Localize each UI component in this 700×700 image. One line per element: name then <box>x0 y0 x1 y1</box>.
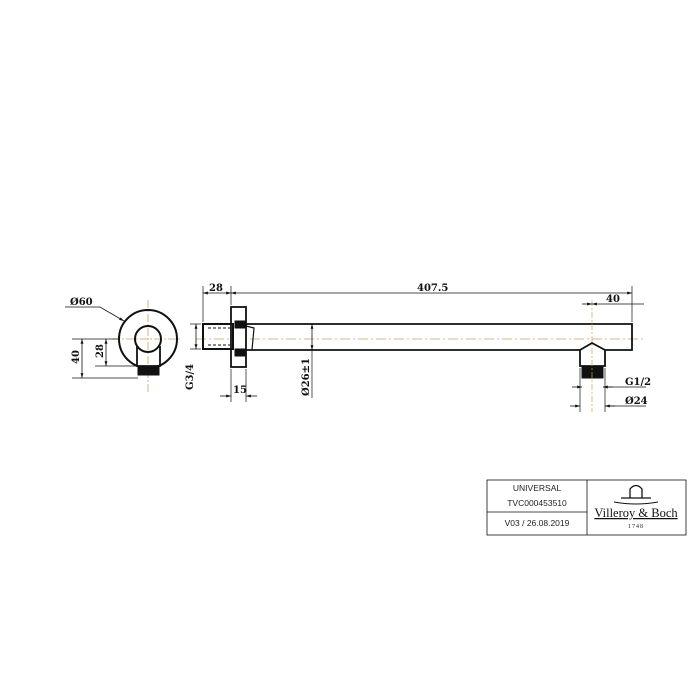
dim-flange-thickness: 15 <box>233 385 247 396</box>
brand-logo-icon <box>613 484 659 505</box>
brand-name: Villeroy & Boch <box>594 506 678 520</box>
front-view <box>65 300 182 392</box>
dim-front-inner: 28 <box>95 344 106 358</box>
title-code: TVC000453510 <box>507 498 567 508</box>
dim-outlet-diameter: Ø24 <box>625 396 648 407</box>
dim-outlet-thread: G1/2 <box>625 377 651 388</box>
dim-front-diameter: Ø60 <box>70 297 93 308</box>
brand-year: 1748 <box>628 524 644 530</box>
dim-outlet-offset: 40 <box>606 294 620 305</box>
title-block <box>486 479 687 536</box>
side-view <box>190 286 646 412</box>
dim-inlet-thread: G3/4 <box>185 364 196 390</box>
dim-front-height: 40 <box>71 350 82 364</box>
title-name: UNIVERSAL <box>513 483 561 493</box>
dim-pipe-diameter: Ø26±1 <box>301 358 312 396</box>
dim-flange-width: 28 <box>209 283 223 294</box>
title-version: V03 / 26.08.2019 <box>505 518 570 528</box>
dim-total-length: 407.5 <box>417 283 448 294</box>
